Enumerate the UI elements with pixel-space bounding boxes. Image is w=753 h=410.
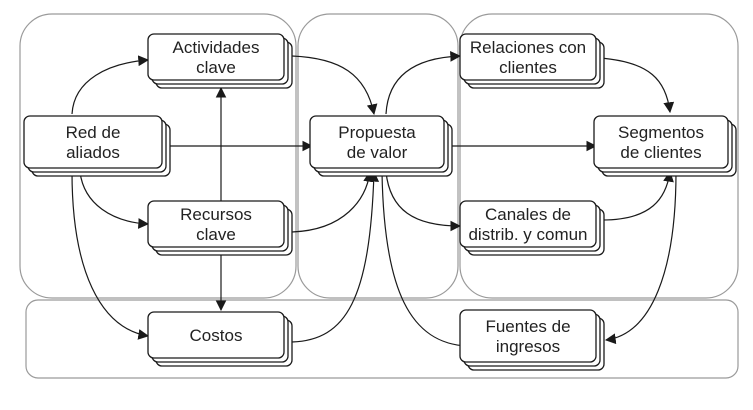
node-actividades-label-line-2: clave <box>196 58 236 77</box>
node-recursos-label-line-2: clave <box>196 225 236 244</box>
node-actividades-label-line-1: Actividades <box>173 38 260 57</box>
node-canales-box <box>459 200 597 248</box>
node-fuentes-label-line-2: ingresos <box>496 337 560 356</box>
connector-segmentos-fuentes <box>604 171 677 345</box>
connector-red-costos <box>71 171 150 340</box>
node-propuesta-box <box>309 115 445 169</box>
region-infrastructure <box>19 13 297 299</box>
region-offer <box>297 13 459 299</box>
node-fuentes-box <box>459 309 597 363</box>
node-fuentes-label-line-1: Fuentes de <box>485 317 570 336</box>
connector-recursos-propuesta <box>291 170 374 233</box>
connector-canales-segmentos <box>601 170 674 221</box>
node-costos-label-line-1: Costos <box>190 326 243 345</box>
node-segmentos-label-line-1: Segmentos <box>618 123 704 142</box>
node-actividades-box <box>147 33 285 81</box>
node-recursos-label-line-1: Recursos <box>180 205 252 224</box>
node-costos: Costos <box>147 311 293 367</box>
region-finances <box>25 299 739 379</box>
connector-costos-propuesta <box>291 170 380 343</box>
connector-red-recursos <box>79 171 150 229</box>
node-relaciones-label-line-1: Relaciones con <box>470 38 586 57</box>
region-customers <box>459 13 739 299</box>
node-recursos-box <box>147 200 285 248</box>
connector-propuesta-fuentes <box>381 171 469 347</box>
node-propuesta-label-line-1: Propuesta <box>338 123 416 142</box>
node-segmentos-box <box>593 115 729 169</box>
connector-actividades-propuesta <box>291 55 378 116</box>
node-propuesta-label-line-2: de valor <box>347 143 408 162</box>
connector-red-actividades <box>71 55 150 115</box>
node-red-label-line-1: Red de <box>66 123 121 142</box>
node-costos-box <box>147 311 285 359</box>
connector-relaciones-segmentos <box>599 57 675 114</box>
connector-propuesta-relaciones <box>385 51 462 115</box>
regions <box>19 13 739 379</box>
node-red-label-line-2: aliados <box>66 143 120 162</box>
node-red-box <box>23 115 163 169</box>
node-relaciones-box <box>459 33 597 81</box>
node-canales-label-line-2: distrib. y comun <box>468 225 587 244</box>
node-relaciones-label-line-2: clientes <box>499 58 557 77</box>
connector-propuesta-canales <box>385 171 462 232</box>
connectors <box>71 51 677 347</box>
node-canales-label-line-1: Canales de <box>485 205 571 224</box>
node-segmentos-label-line-2: de clientes <box>620 143 701 162</box>
